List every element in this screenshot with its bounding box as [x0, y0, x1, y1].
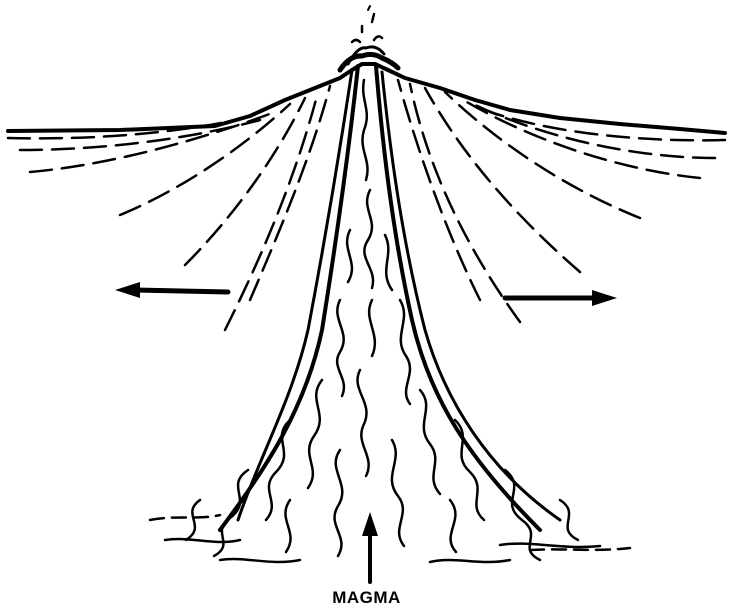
- magma-flow-squiggles: [150, 80, 630, 562]
- magma-rising-arrow: [362, 512, 378, 582]
- spreading-left-arrow: [115, 282, 228, 298]
- spreading-right-arrow: [505, 290, 617, 306]
- summit-vent: [340, 6, 398, 70]
- magma-label: MAGMA: [0, 588, 733, 608]
- left-strata-lines: [8, 86, 330, 330]
